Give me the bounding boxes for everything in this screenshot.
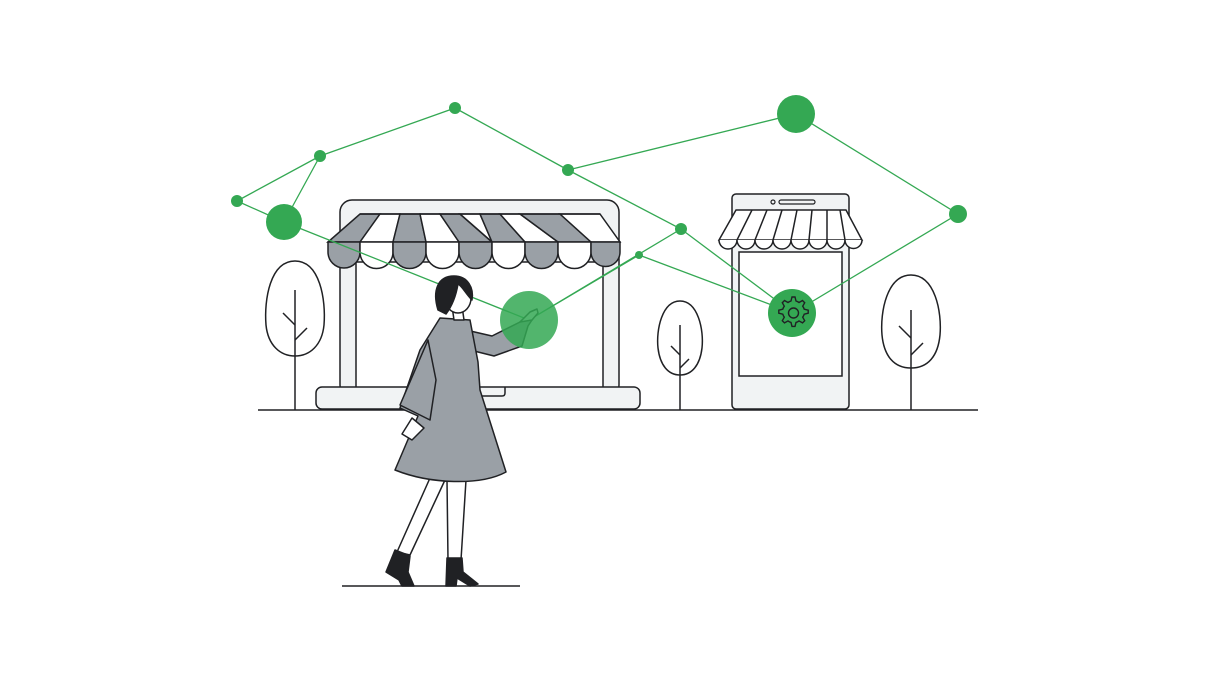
laptop-storefront [315,199,641,410]
hair [434,275,474,315]
node [449,102,461,114]
network-nodes [231,95,967,259]
sleeve-left [399,339,437,421]
hand-left [401,417,425,441]
phone-camera [770,199,776,205]
gear-node [768,289,816,337]
node-large [266,204,302,240]
woman-figure [385,275,539,587]
leg-front [446,479,467,561]
gear-icon [778,296,809,328]
node [675,223,687,235]
ground [258,409,978,587]
node [562,164,574,176]
tree-right [880,274,942,410]
leg-back [396,477,446,556]
node [635,251,643,259]
boot-back [385,549,415,587]
phone-speaker [778,199,816,205]
node-large [500,291,558,349]
node [314,150,326,162]
laptop-screen-inner [355,261,604,391]
laptop-awning [326,213,622,270]
node [949,205,967,223]
node [231,195,243,207]
tree-left [264,260,326,410]
phone-awning [717,209,864,250]
boot-front [445,557,479,587]
tree-middle [656,300,704,410]
node-large [777,95,815,133]
